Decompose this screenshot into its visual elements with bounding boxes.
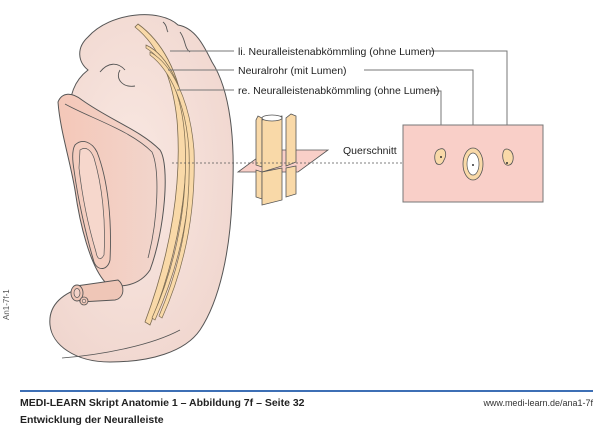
pointer-dot-right (506, 162, 508, 164)
neural-structures (134, 23, 195, 326)
amniotic-cavity-inner (78, 148, 105, 260)
label-neural-tube: Neuralrohr (mit Lumen) (238, 65, 347, 77)
cross-section-view (402, 124, 544, 203)
brain-fold (99, 63, 126, 73)
umbilical-stalk (70, 279, 124, 306)
label-right-neural-crest: re. Neuralleistenabkömmling (ohne Lumen) (238, 85, 439, 97)
amnion-inner-line (64, 103, 158, 259)
label-left-neural-crest: li. Neuralleistenabkömmling (ohne Lumen) (238, 46, 435, 58)
tube-right-lower (285, 165, 297, 198)
head-notch (162, 21, 169, 33)
tube-middle-upper (261, 115, 283, 173)
footer-url[interactable]: www.medi-learn.de/ana1-7f (483, 398, 593, 408)
brain-fold-inner (117, 69, 136, 87)
cross-section-3d-model (236, 113, 330, 206)
footer-rule (20, 390, 593, 392)
embryo (49, 14, 234, 363)
tube-middle-lower (261, 167, 283, 206)
figure-code: An1-7f-1 (2, 289, 11, 320)
section-right-neural-crest (502, 148, 514, 166)
tail-line (61, 329, 181, 359)
tube-middle-lumen (261, 114, 283, 122)
pointer-dot-left (440, 156, 442, 158)
tube-left-upper (255, 115, 263, 168)
right-neural-crest (149, 51, 195, 319)
footer-title: MEDI-LEARN Skript Anatomie 1 – Abbildung… (20, 397, 305, 409)
pointer-dot-middle (472, 164, 474, 166)
tube-left-lower (255, 169, 263, 200)
section-plane (236, 149, 330, 173)
label-cross-section: Querschnitt (343, 145, 397, 157)
tube-right-upper (285, 113, 297, 167)
footer-subtitle: Entwicklung der Neuralleiste (20, 414, 164, 426)
